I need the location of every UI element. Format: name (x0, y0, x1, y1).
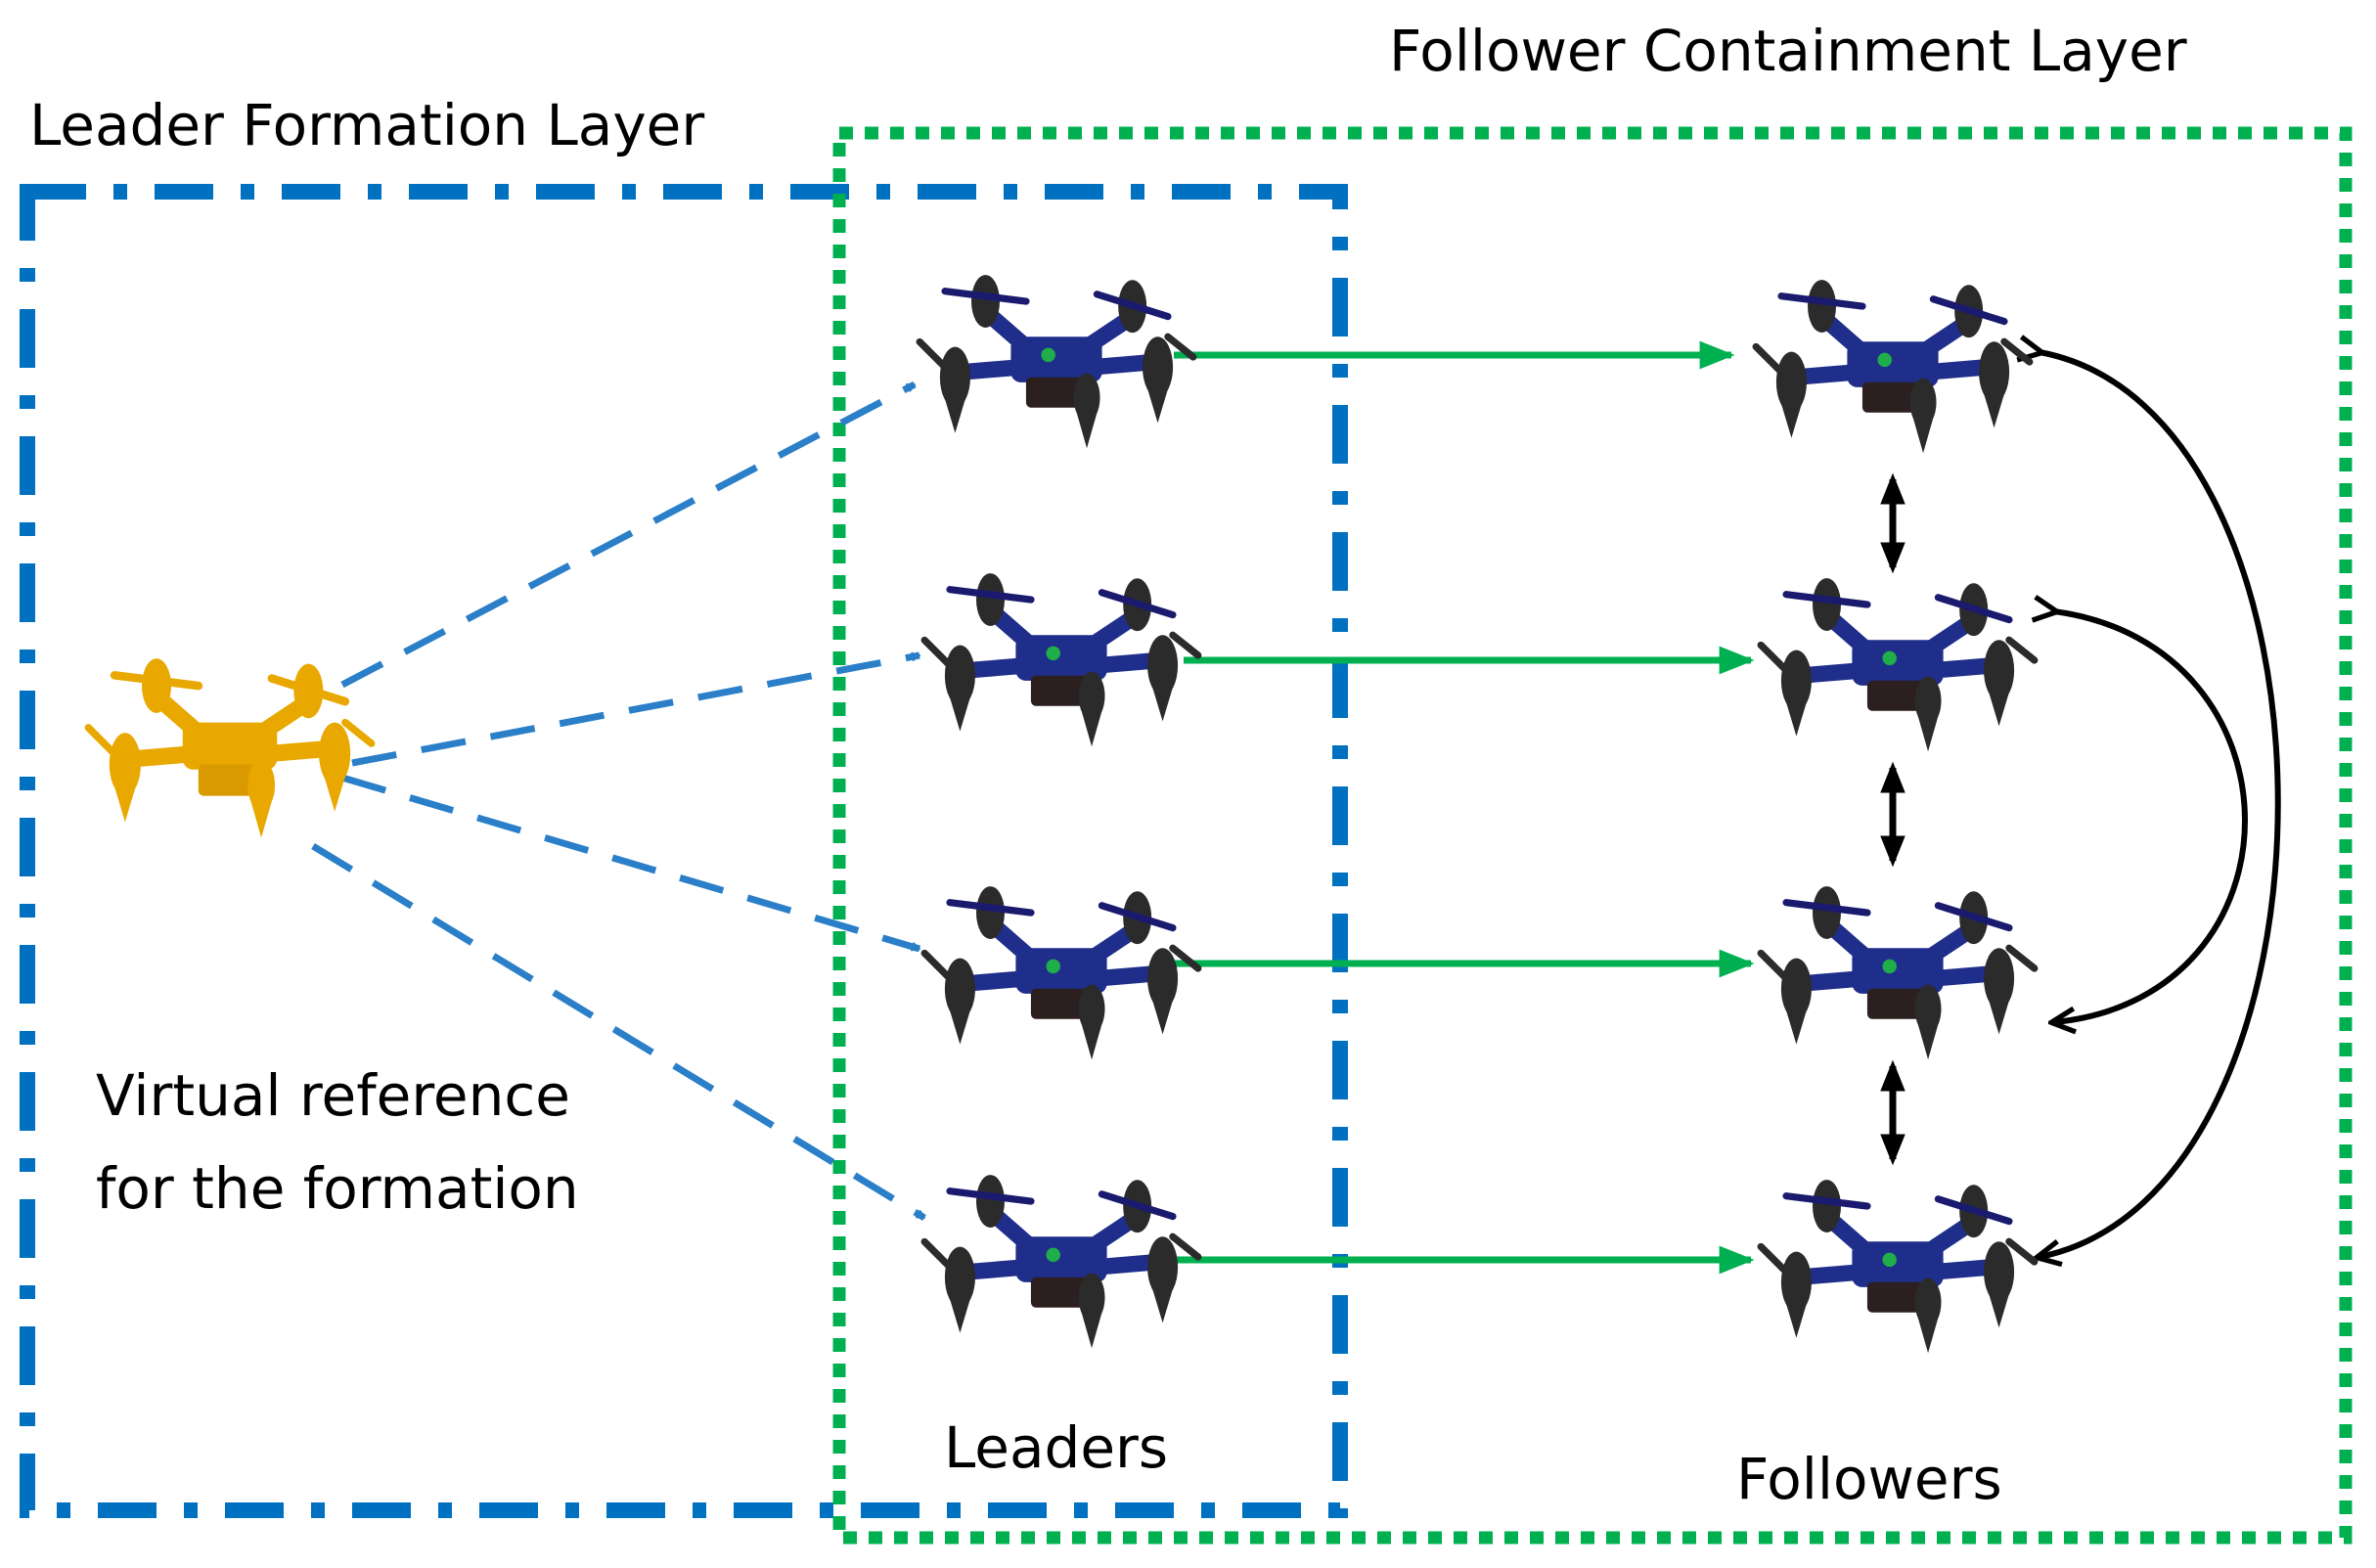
follower-drone-1-icon (1756, 280, 2030, 453)
leader-drone-4-icon (924, 1175, 1198, 1348)
leader-layer-title: Leader Formation Layer (29, 92, 704, 158)
follower-containment-box (832, 126, 2353, 1545)
leader-drone-1-icon (919, 275, 1193, 448)
reference-link-4 (311, 843, 924, 1221)
follower-drone-2-icon (1761, 578, 2035, 751)
leader-drone-3-icon (924, 886, 1198, 1059)
virtual-reference-label-line1: Virtual reference (96, 1062, 570, 1129)
follower-layer-title: Follower Containment Layer (1389, 18, 2187, 84)
follower-links (1880, 352, 2281, 1257)
virtual-reference-drone-icon (88, 658, 371, 837)
leader-drones (919, 275, 1198, 1348)
follower-link-2-3-arc (2054, 611, 2248, 1022)
followers-label: Followers (1736, 1446, 2002, 1512)
leader-formation-box (20, 184, 1348, 1518)
reference-link-2 (351, 651, 919, 767)
follower-drone-4-icon (1761, 1180, 2035, 1353)
reference-link-1 (340, 381, 915, 689)
reference-link-3 (341, 774, 919, 953)
follower-link-1-4-arc (2040, 352, 2281, 1257)
virtual-reference-label-line2: for the formation (96, 1155, 579, 1222)
leader-drone-2-icon (924, 573, 1198, 746)
leader-follower-links (1159, 340, 1755, 1275)
reference-links (311, 381, 924, 1221)
leaders-label: Leaders (944, 1414, 1168, 1481)
follower-drone-3-icon (1761, 886, 2035, 1059)
